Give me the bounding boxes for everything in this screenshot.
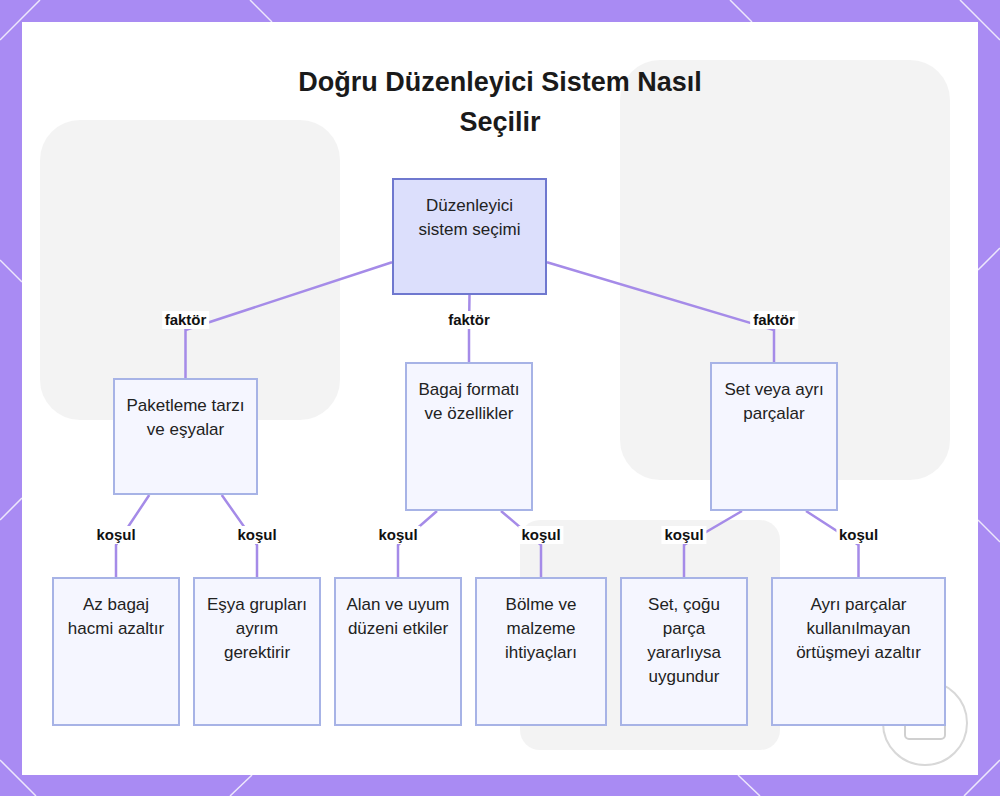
process-box: Set, çoğu parça yararlıysa uygundur: [620, 577, 748, 726]
connector: [186, 262, 393, 378]
node-text: Set, çoğu parça yararlıysa uygundur: [630, 593, 738, 689]
edge-label: faktör: [750, 311, 798, 329]
node-text: Ayrı parçalar kullanılmayan örtüşmeyi az…: [781, 593, 936, 665]
process-box: Az bagaj hacmi azaltır: [52, 577, 180, 726]
connector: [684, 511, 742, 577]
connector: [398, 511, 437, 577]
node-text: Set veya ayrı parçalar: [720, 378, 828, 426]
node-text: Paketleme tarzı ve eşyalar: [123, 394, 248, 442]
node-text: Bölme ve malzeme ihtiyaçları: [485, 593, 597, 665]
process-box: Bagaj formatı ve özellikler: [405, 362, 533, 511]
edge-label: koşul: [234, 526, 279, 544]
node-text: Alan ve uyum düzeni etkiler: [344, 593, 452, 641]
connector: [547, 262, 774, 362]
edge-label: faktör: [445, 311, 493, 329]
node-text: Az bagaj hacmi azaltır: [62, 593, 170, 641]
process-box: Bölme ve malzeme ihtiyaçları: [475, 577, 607, 726]
node-text: Düzenleyici sistem seçimi: [415, 194, 525, 242]
edge-label: koşul: [93, 526, 138, 544]
faded-photo: [40, 60, 950, 750]
edge-label: koşul: [661, 526, 706, 544]
root-box: Düzenleyici sistem seçimi: [392, 178, 547, 295]
process-box: Set veya ayrı parçalar: [710, 362, 838, 511]
edge-label: koşul: [836, 526, 881, 544]
connector: [501, 511, 541, 577]
edge-label: koşul: [375, 526, 420, 544]
node-text: Eşya grupları ayrım gerektirir: [203, 593, 311, 665]
node-text: Bagaj formatı ve özellikler: [415, 378, 523, 426]
diagram-title: Doğru Düzenleyici Sistem Nasıl Seçilir: [255, 62, 745, 142]
edge-label: faktör: [162, 311, 210, 329]
process-box: Alan ve uyum düzeni etkiler: [334, 577, 462, 726]
process-box: Eşya grupları ayrım gerektirir: [193, 577, 321, 726]
edge-label: koşul: [518, 526, 563, 544]
connector: [806, 511, 859, 577]
process-box: Ayrı parçalar kullanılmayan örtüşmeyi az…: [771, 577, 946, 726]
process-box: Paketleme tarzı ve eşyalar: [113, 378, 258, 495]
